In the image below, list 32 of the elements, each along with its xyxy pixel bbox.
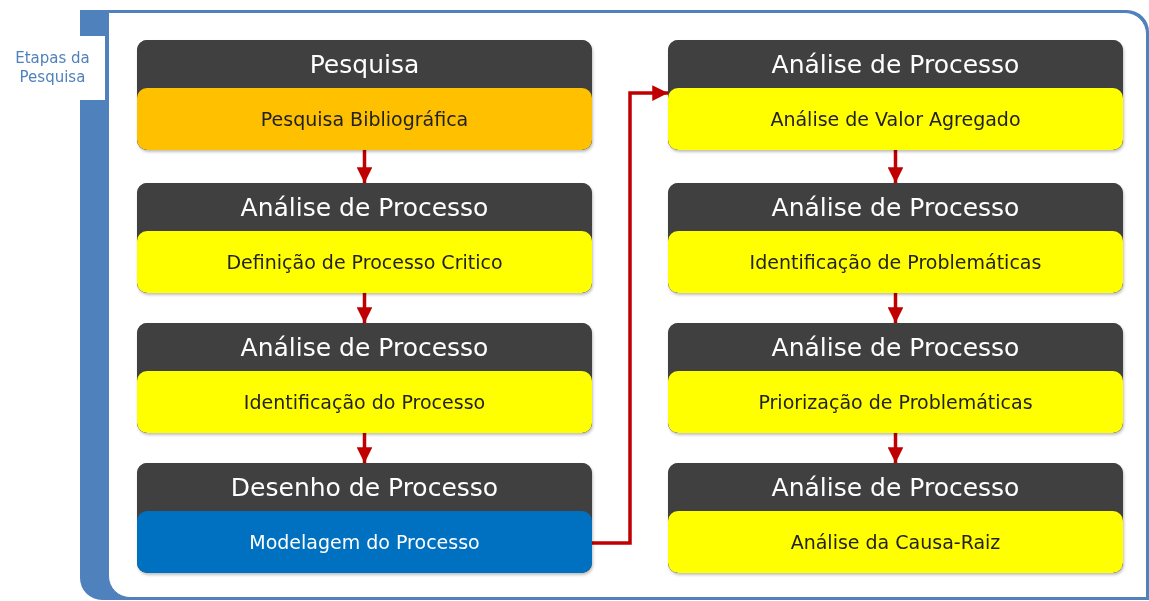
- step-label: Identificação de Problemáticas: [668, 231, 1123, 293]
- process-card: [668, 323, 1123, 433]
- arrow: [887, 293, 904, 323]
- section-label: Etapas da Pesquisa: [14, 48, 91, 88]
- process-card: [668, 463, 1123, 573]
- card-heading: Análise de Processo: [668, 40, 1123, 88]
- card-heading: Análise de Processo: [137, 183, 592, 231]
- arrow: [592, 85, 668, 545]
- card-heading: Análise de Processo: [668, 463, 1123, 511]
- step-label: Análise de Valor Agregado: [668, 88, 1123, 150]
- card-heading: Análise de Processo: [668, 323, 1123, 371]
- arrow: [356, 433, 373, 463]
- arrow: [356, 150, 373, 183]
- process-card: [668, 40, 1123, 150]
- arrow: [356, 293, 373, 323]
- step-label: Análise da Causa-Raiz: [668, 511, 1123, 573]
- card-heading: Análise de Processo: [137, 323, 592, 371]
- step-label: Pesquisa Bibliográfica: [137, 88, 592, 150]
- arrow: [887, 150, 904, 183]
- arrow: [887, 433, 904, 463]
- process-card: [137, 40, 592, 150]
- card-heading: Pesquisa: [137, 40, 592, 88]
- process-card: [668, 183, 1123, 293]
- step-label: Priorização de Problemáticas: [668, 371, 1123, 433]
- step-label: Modelagem do Processo: [137, 511, 592, 573]
- step-label: Identificação do Processo: [137, 371, 592, 433]
- process-card: [137, 183, 592, 293]
- card-heading: Desenho de Processo: [137, 463, 592, 511]
- step-label: Definição de Processo Critico: [137, 231, 592, 293]
- process-card: [137, 323, 592, 433]
- process-card: [137, 463, 592, 573]
- card-heading: Análise de Processo: [668, 183, 1123, 231]
